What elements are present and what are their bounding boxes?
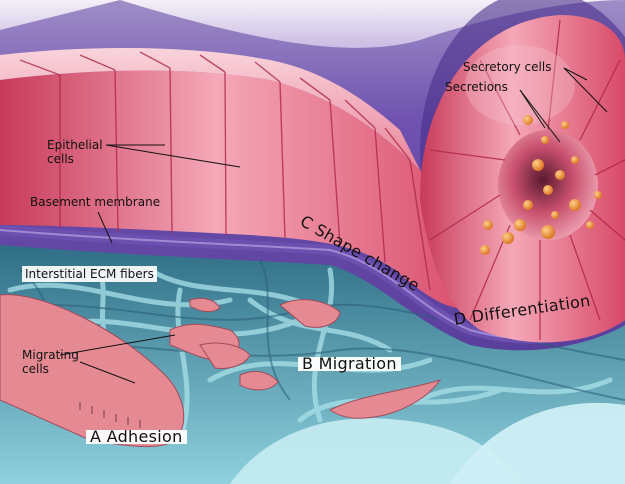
- leader-lines: [59, 67, 608, 384]
- secretions-label: Secretions: [445, 80, 508, 94]
- basement-membrane-label: Basement membrane: [30, 195, 161, 209]
- migrating-cells: [0, 294, 442, 448]
- migration-label: B Migration: [298, 356, 401, 372]
- secretory-cells-label: Secretory cells: [463, 60, 552, 74]
- adhesion-label: A Adhesion: [86, 429, 187, 445]
- epithelial-cells-label: Epithelial cells: [47, 138, 103, 166]
- secretory-gland: [420, 0, 625, 343]
- migrating-cells-label: Migrating cells: [22, 348, 79, 376]
- secretion-droplets: [480, 115, 602, 255]
- interstitial-ecm-fibers-label: Interstitial ECM fibers: [22, 266, 157, 282]
- cell-borders: [19, 51, 456, 306]
- epithelial-sheet: [0, 70, 480, 309]
